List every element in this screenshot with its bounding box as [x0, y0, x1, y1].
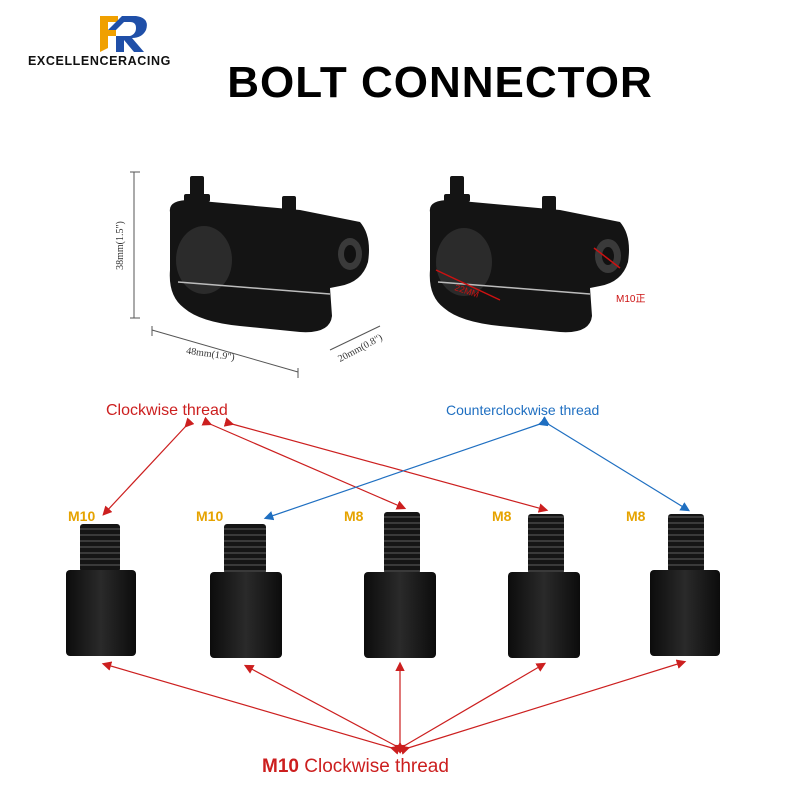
bracket-figure: 22MM — [130, 171, 629, 378]
adapter-2-size: M10 — [196, 508, 224, 524]
adapter-3-image — [364, 512, 436, 658]
thread-mark-line — [593, 247, 621, 269]
adapter-4-image — [508, 514, 580, 658]
adapter-2-image — [210, 524, 282, 658]
width-dimension-line — [151, 329, 299, 373]
bottom-thread-text: Clockwise thread — [304, 756, 449, 777]
thread-mark-label: M10正 — [616, 294, 646, 305]
adapter-1-image — [66, 524, 136, 656]
clockwise-thread-label: Clockwise thread — [106, 402, 228, 419]
adapter-5-image — [650, 514, 720, 656]
page-title: BOLT CONNECTOR — [227, 58, 653, 107]
brand-logo-icon — [100, 16, 147, 52]
counterclockwise-arrows — [263, 416, 691, 521]
clockwise-arrows — [102, 416, 549, 516]
bottom-arrows — [101, 659, 687, 755]
inner-diameter-line — [435, 269, 501, 301]
brand-name: EXCELLENCERACING — [28, 54, 171, 68]
bracket-left-image — [169, 176, 369, 333]
counterclockwise-thread-label: Counterclockwise thread — [446, 402, 600, 418]
adapter-1-size: M10 — [68, 508, 96, 524]
bottom-thread-size: M10 — [262, 756, 299, 777]
adapter-5-size: M8 — [626, 508, 646, 524]
depth-dimension-line — [329, 325, 381, 351]
bracket-right-image — [429, 176, 629, 333]
bottom-thread-label: M10 Clockwise thread — [262, 756, 449, 778]
